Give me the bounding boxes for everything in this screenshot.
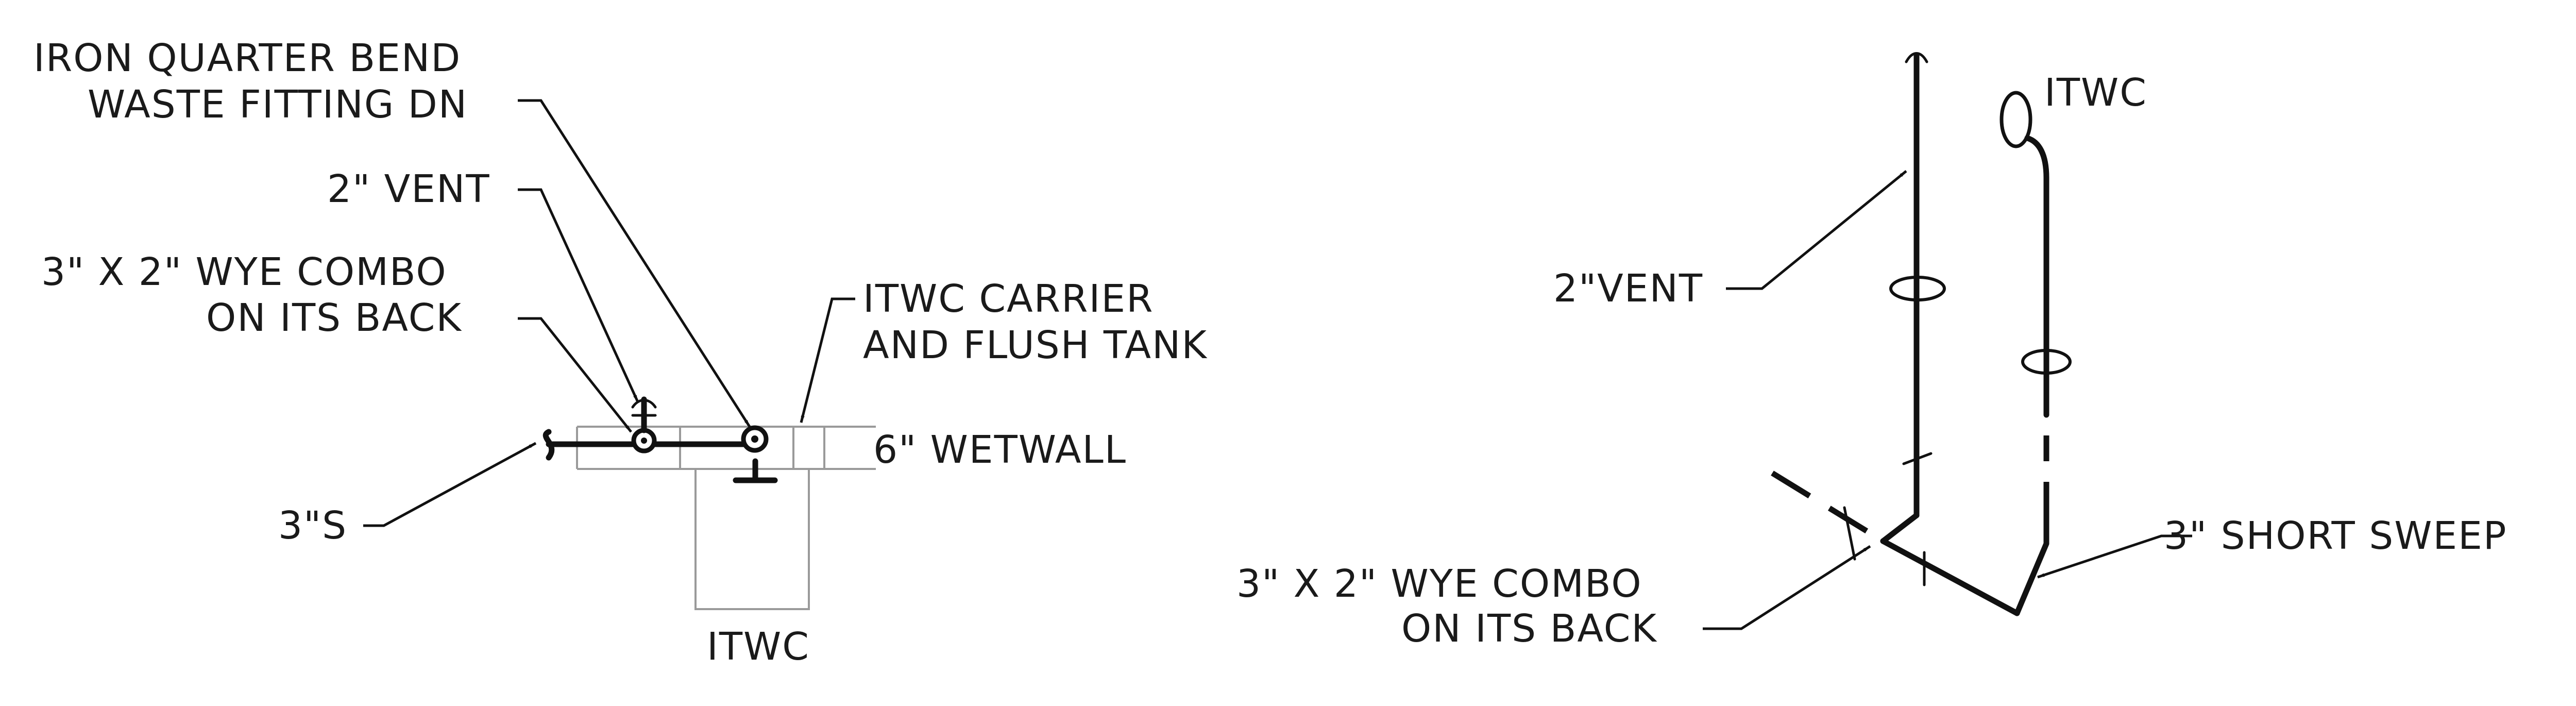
isometric-view: ITWC 2"VENT 3" X 2" WYE COMBO ON ITS BAC… xyxy=(1236,52,2507,651)
vent-break-symbol xyxy=(631,396,657,433)
wye-combo-fitting xyxy=(631,428,657,453)
wetwall-label: 6" WETWALL xyxy=(873,428,1127,472)
carrier-label-line1: ITWC CARRIER xyxy=(863,277,1154,321)
iso-wye-label-line2: ON ITS BACK xyxy=(1401,607,1657,651)
iso-leader-lines xyxy=(1703,170,2192,630)
wetwall-outline xyxy=(576,426,876,470)
plan-leader-lines xyxy=(363,99,855,527)
iso-vent-label: 2"VENT xyxy=(1553,266,1703,311)
vent-riser xyxy=(1889,52,1946,518)
plan-fixture-label: ITWC xyxy=(707,625,810,669)
itwc-sweep-riser xyxy=(1999,91,2072,616)
waste-line-label: 3"S xyxy=(278,503,347,548)
carrier-flange xyxy=(733,458,778,483)
quarter-bend-label-line2: WASTE FITTING DN xyxy=(88,82,468,127)
carrier-label-line2: AND FLUSH TANK xyxy=(863,323,1208,367)
wye-branch-piping xyxy=(1771,470,2020,616)
wye-label-line2: ON ITS BACK xyxy=(206,296,462,340)
iso-sweep-label: 3" SHORT SWEEP xyxy=(2164,514,2507,558)
iso-fixture-label: ITWC xyxy=(2044,71,2147,115)
quarter-bend-fitting xyxy=(741,425,769,453)
quarter-bend-label-line1: IRON QUARTER BEND xyxy=(33,36,461,80)
vent-label: 2" VENT xyxy=(327,167,490,211)
plan-view: IRON QUARTER BEND WASTE FITTING DN 2" VE… xyxy=(33,36,1208,669)
iso-wye-label-line1: 3" X 2" WYE COMBO xyxy=(1236,562,1642,606)
iso-itwc-bowl xyxy=(1999,91,2032,148)
itwc-fixture-outline xyxy=(694,468,810,610)
wye-label-line1: 3" X 2" WYE COMBO xyxy=(41,250,447,294)
